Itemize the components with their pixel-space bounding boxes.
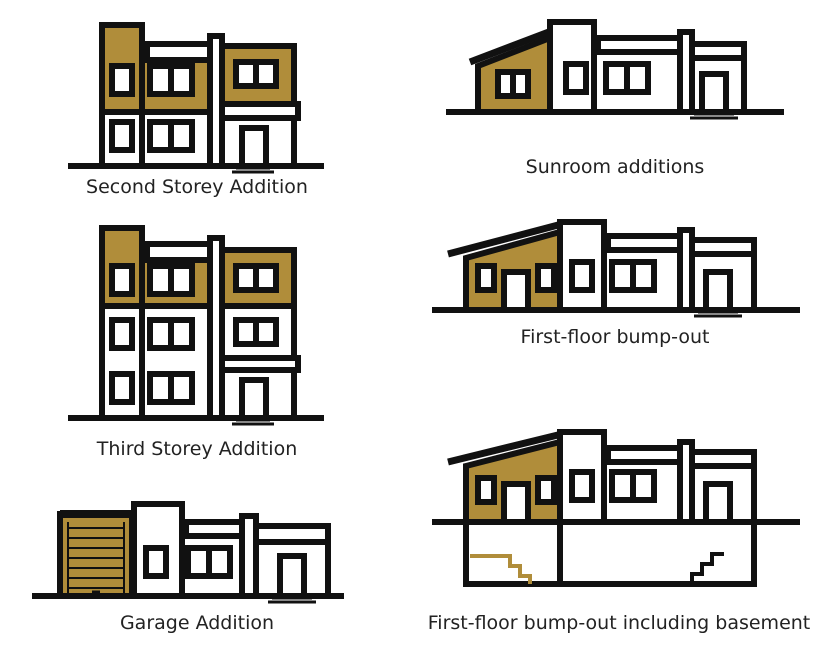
garage-house [32, 501, 344, 604]
bump-out-house [432, 219, 800, 318]
caption-sunroom: Sunroom additions [525, 156, 705, 178]
bump-out-basement-house [432, 429, 800, 587]
third-storey-house [68, 225, 324, 426]
caption-bump-out-basement: First-floor bump-out including basement [427, 612, 811, 634]
caption-garage: Garage Addition [119, 612, 275, 634]
caption-second-storey: Second Storey Addition [86, 176, 308, 198]
caption-third-storey: Third Storey Addition [96, 438, 298, 460]
sunroom-house [446, 19, 784, 120]
second-storey-house [68, 22, 324, 174]
caption-bump-out: First-floor bump-out [520, 326, 710, 348]
